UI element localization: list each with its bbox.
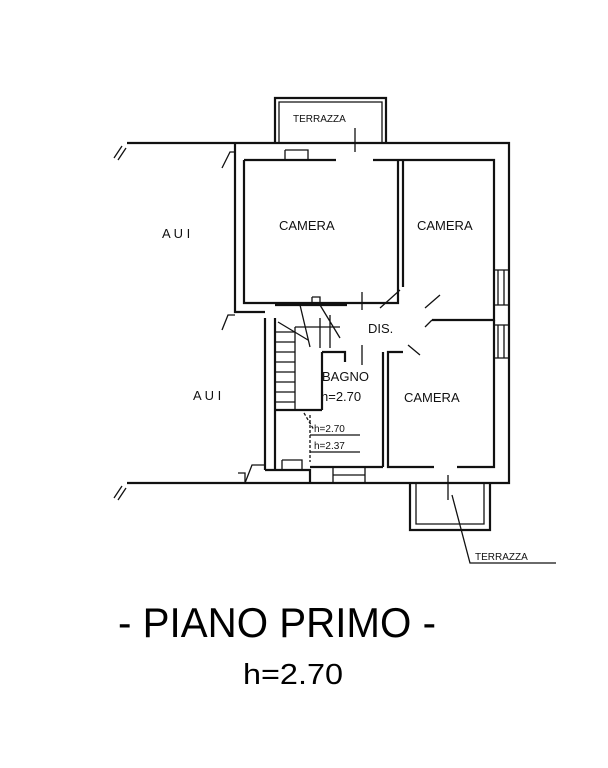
room-label-dis: DIS. [368, 321, 393, 336]
room-label-camera-2: CAMERA [417, 218, 473, 233]
walls [113, 96, 556, 564]
plan-height: h=2.70 [243, 659, 343, 691]
stairs [275, 296, 360, 462]
bagno-height: h=2.70 [321, 389, 361, 404]
height-label-a: h=2.70 [314, 424, 345, 435]
plan-title: - PIANO PRIMO - [118, 599, 436, 646]
height-label-b: h=2.37 [314, 441, 345, 452]
room-label-camera-3: CAMERA [404, 390, 460, 405]
room-label-terrace-top: TERRAZZA [293, 114, 346, 125]
room-label-terrace-bottom: TERRAZZA [475, 552, 528, 563]
room-label-aui-top: A U I [162, 226, 190, 241]
doors [361, 289, 441, 365]
room-label-camera-1: CAMERA [279, 218, 335, 233]
room-label-bagno: BAGNO [322, 369, 369, 384]
room-label-aui-bottom: A U I [193, 388, 221, 403]
